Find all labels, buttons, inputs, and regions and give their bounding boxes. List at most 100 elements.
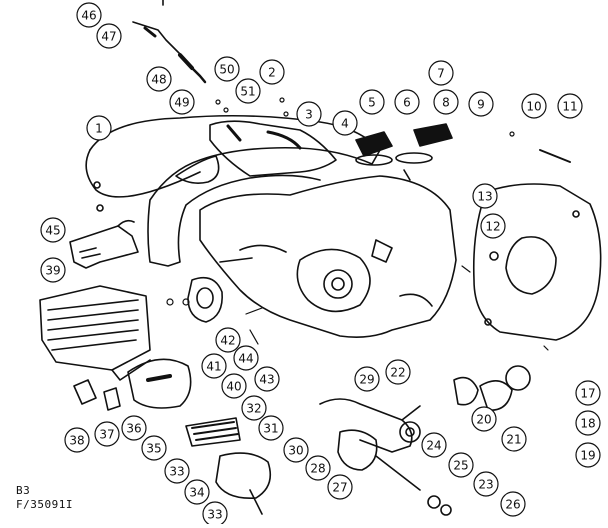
- callout-38: 38: [64, 427, 90, 453]
- callout-number: 47: [101, 30, 116, 44]
- callout-number: 43: [259, 373, 274, 387]
- callout-circle: [472, 183, 498, 209]
- callout-20: 20: [471, 406, 497, 432]
- callout-number: 28: [310, 462, 325, 476]
- callout-number: 33: [169, 465, 184, 479]
- carburetor-part: [73, 379, 121, 411]
- callout-circle: [169, 89, 195, 115]
- callout-circle: [94, 421, 120, 447]
- crankcase-part: [199, 175, 457, 338]
- callout-3: 3: [296, 101, 322, 127]
- callout-circle: [359, 89, 385, 115]
- callout-number: 31: [263, 422, 278, 436]
- callout-51: 51: [235, 78, 261, 104]
- oil-cap-part: [355, 131, 393, 166]
- callout-number: 51: [240, 85, 255, 99]
- callout-circle: [448, 452, 474, 478]
- muffler-part: [127, 358, 192, 409]
- callout-47: 47: [96, 23, 122, 49]
- callout-circle: [254, 366, 280, 392]
- callout-1: 1: [86, 115, 112, 141]
- rear-handle-part: [69, 219, 139, 269]
- callout-number: 7: [437, 67, 445, 81]
- callout-number: 33: [207, 508, 222, 522]
- callout-39: 39: [40, 257, 66, 283]
- callout-circle: [184, 479, 210, 505]
- callout-36: 36: [121, 415, 147, 441]
- callout-11: 11: [557, 93, 583, 119]
- callout-number: 5: [368, 96, 376, 110]
- callout-number: 13: [477, 190, 492, 204]
- callout-number: 25: [453, 459, 468, 473]
- callout-number: 2: [268, 66, 276, 80]
- callout-circle: [500, 491, 526, 517]
- callout-number: 24: [426, 439, 441, 453]
- diagram-caption-line2: F/35091I: [16, 498, 73, 511]
- callout-circle: [305, 455, 331, 481]
- callout-number: 19: [580, 449, 595, 463]
- callout-number: 11: [562, 100, 577, 114]
- callout-circle: [521, 93, 547, 119]
- callout-circle: [201, 353, 227, 379]
- callout-circle: [40, 217, 66, 243]
- callout-circle: [327, 474, 353, 500]
- callout-circle: [141, 435, 167, 461]
- filter-screen-part: [185, 417, 241, 447]
- callout-circle: [233, 345, 259, 371]
- callout-circle: [557, 93, 583, 119]
- callout-circle: [501, 426, 527, 452]
- callout-31: 31: [258, 415, 284, 441]
- callout-4: 4: [332, 110, 358, 136]
- fuel-cap-part: [395, 123, 453, 181]
- callout-circle: [473, 471, 499, 497]
- callout-28: 28: [305, 455, 331, 481]
- callout-number: 40: [226, 380, 241, 394]
- callout-number: 21: [506, 433, 521, 447]
- callout-33: 33: [202, 501, 228, 527]
- callout-circle: [433, 89, 459, 115]
- callout-23: 23: [473, 471, 499, 497]
- callout-45: 45: [40, 217, 66, 243]
- callout-43: 43: [254, 366, 280, 392]
- callout-number: 49: [174, 96, 189, 110]
- callout-number: 32: [246, 402, 261, 416]
- callout-46: 46: [76, 2, 102, 28]
- callout-number: 46: [81, 9, 96, 23]
- callout-circle: [259, 59, 285, 85]
- callout-41: 41: [201, 353, 227, 379]
- callout-circle: [575, 380, 601, 406]
- callout-27: 27: [327, 474, 353, 500]
- callout-number: 27: [332, 481, 347, 495]
- callout-number: 34: [189, 486, 204, 500]
- callout-32: 32: [241, 395, 267, 421]
- callout-number: 4: [341, 117, 349, 131]
- callout-21: 21: [501, 426, 527, 452]
- callout-25: 25: [448, 452, 474, 478]
- callout-circle: [64, 427, 90, 453]
- callout-number: 12: [485, 220, 500, 234]
- callout-29: 29: [354, 366, 380, 392]
- callout-circle: [296, 101, 322, 127]
- callout-number: 1: [95, 122, 103, 136]
- callout-35: 35: [141, 435, 167, 461]
- callout-24: 24: [421, 432, 447, 458]
- callout-circle: [235, 78, 261, 104]
- callout-30: 30: [283, 437, 309, 463]
- callout-34: 34: [184, 479, 210, 505]
- callout-19: 19: [575, 442, 601, 468]
- callout-number: 6: [403, 96, 411, 110]
- diagram-caption-line1: B3: [16, 484, 31, 497]
- callout-10: 10: [521, 93, 547, 119]
- callout-26: 26: [500, 491, 526, 517]
- handlebar-part: [85, 114, 381, 267]
- callout-2: 2: [259, 59, 285, 85]
- clutch-part: [453, 365, 531, 411]
- crankshaft-part: [319, 398, 421, 491]
- callout-circle: [480, 213, 506, 239]
- callout-48: 48: [146, 66, 172, 92]
- callout-circle: [76, 2, 102, 28]
- callout-circle: [394, 89, 420, 115]
- callout-8: 8: [433, 89, 459, 115]
- callout-number: 39: [45, 264, 60, 278]
